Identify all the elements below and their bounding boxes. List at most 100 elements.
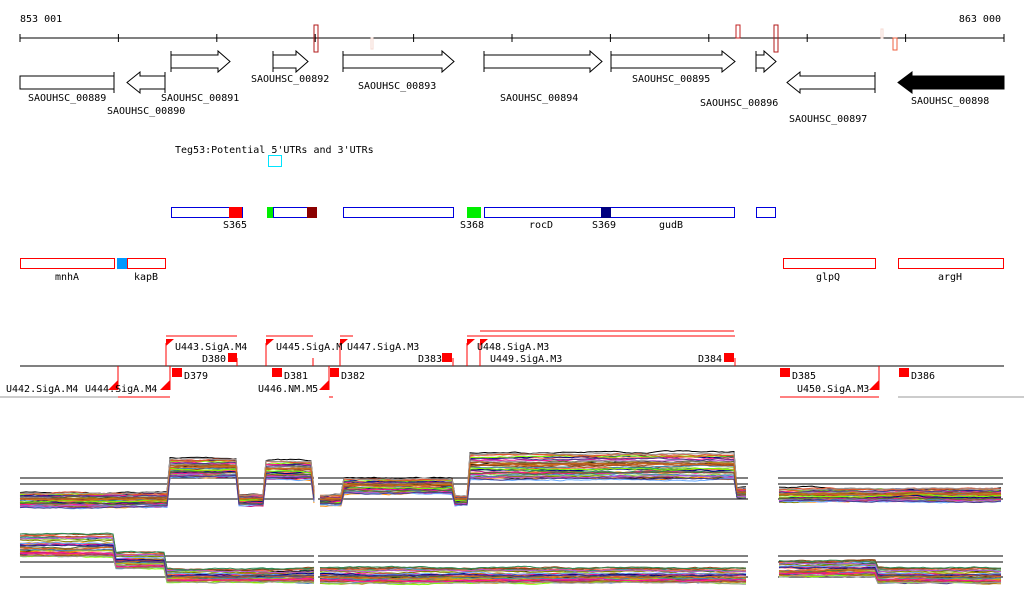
ruler-start-label: 853 001 bbox=[20, 14, 62, 25]
D384-marker[interactable] bbox=[724, 353, 734, 362]
gene-SAOUHSC_00891[interactable]: SAOUHSC_00891 bbox=[161, 49, 239, 104]
promoter-flag-head bbox=[480, 339, 488, 346]
feature[interactable] bbox=[171, 207, 243, 218]
marker[interactable] bbox=[370, 37, 374, 50]
transcript-label[interactable]: D380 bbox=[202, 354, 226, 365]
gene-SAOUHSC_00898[interactable]: SAOUHSC_00898 bbox=[897, 71, 1005, 107]
feature-kapB[interactable] bbox=[127, 258, 166, 269]
transcript-label[interactable]: U447.SigA.M3 bbox=[347, 342, 419, 353]
D380-marker[interactable] bbox=[228, 353, 237, 362]
D381-marker[interactable] bbox=[272, 368, 282, 377]
svg-text:SAOUHSC_00890: SAOUHSC_00890 bbox=[107, 106, 185, 117]
expression-series bbox=[319, 569, 747, 575]
svg-text:SAOUHSC_00898: SAOUHSC_00898 bbox=[911, 96, 989, 107]
transcript-label[interactable]: U444.SigA.M4 bbox=[85, 384, 157, 395]
gene-SAOUHSC_00889[interactable]: SAOUHSC_00889 bbox=[19, 72, 115, 104]
label-mnhA: mnhA bbox=[55, 272, 79, 283]
gene-SAOUHSC_00895[interactable]: SAOUHSC_00895 bbox=[610, 49, 736, 85]
feature-mnhA[interactable] bbox=[20, 258, 115, 269]
transcript-label[interactable]: U448.SigA.M3 bbox=[477, 342, 549, 353]
gene-track: SAOUHSC_00889 SAOUHSC_00890 SAOUHSC_0089… bbox=[19, 49, 1005, 125]
transcript-label[interactable]: D384 bbox=[698, 354, 722, 365]
promoter-flag-head bbox=[166, 339, 174, 346]
feature[interactable] bbox=[117, 258, 127, 269]
svg-text:SAOUHSC_00892: SAOUHSC_00892 bbox=[251, 74, 329, 85]
promoter-flag-head bbox=[467, 339, 475, 346]
transcript-label[interactable]: D383 bbox=[418, 354, 442, 365]
gene-SAOUHSC_00890[interactable]: SAOUHSC_00890 bbox=[107, 70, 185, 117]
D386-marker[interactable] bbox=[899, 368, 909, 377]
expression-series bbox=[779, 562, 1002, 573]
transcript-label[interactable]: U445.SigA.M bbox=[276, 342, 342, 353]
svg-text:SAOUHSC_00889: SAOUHSC_00889 bbox=[28, 93, 106, 104]
expression-series bbox=[319, 579, 747, 584]
expression-series bbox=[778, 559, 1002, 570]
feature[interactable] bbox=[756, 207, 776, 218]
transcript-label[interactable]: D386 bbox=[911, 371, 935, 382]
expression-series bbox=[19, 465, 315, 502]
feature[interactable] bbox=[343, 207, 454, 218]
svg-text:SAOUHSC_00896: SAOUHSC_00896 bbox=[700, 98, 778, 109]
marker[interactable] bbox=[892, 37, 898, 51]
expression-plot-bottom bbox=[19, 532, 1003, 586]
expression-series bbox=[778, 568, 1002, 578]
transcript-label[interactable]: D381 bbox=[284, 371, 308, 382]
D379-marker[interactable] bbox=[172, 368, 182, 377]
gene-SAOUHSC_00893[interactable]: SAOUHSC_00893 bbox=[342, 49, 455, 92]
marker[interactable] bbox=[880, 28, 884, 39]
expression-series bbox=[778, 487, 1002, 491]
terminator-flag-head bbox=[160, 380, 170, 390]
marker[interactable] bbox=[735, 24, 741, 39]
expression-series bbox=[778, 566, 1002, 577]
gene-SAOUHSC_00896[interactable]: SAOUHSC_00896 bbox=[700, 49, 778, 109]
terminator-flag-head bbox=[869, 380, 879, 390]
expression-series bbox=[319, 566, 747, 571]
expression-series bbox=[778, 559, 1002, 570]
transcript-label[interactable]: U442.SigA.M4 bbox=[6, 384, 78, 395]
gene-SAOUHSC_00892[interactable]: SAOUHSC_00892 bbox=[251, 49, 329, 85]
D382-marker[interactable] bbox=[330, 368, 339, 377]
transcript-label[interactable]: U446.NM.M5 bbox=[258, 384, 318, 395]
feature[interactable] bbox=[267, 207, 274, 218]
svg-text:SAOUHSC_00891: SAOUHSC_00891 bbox=[161, 93, 239, 104]
expression-series bbox=[319, 578, 747, 583]
expression-series bbox=[19, 544, 315, 578]
label-gudB: gudB bbox=[659, 220, 683, 231]
expression-series bbox=[319, 571, 747, 576]
transcript-label[interactable]: U450.SigA.M3 bbox=[797, 384, 869, 395]
feature-glpQ[interactable] bbox=[783, 258, 876, 269]
expression-series bbox=[778, 571, 1002, 582]
transcript-label[interactable]: D385 bbox=[792, 371, 816, 382]
expression-plot-top bbox=[19, 450, 1003, 510]
feature-S365[interactable] bbox=[229, 207, 242, 218]
expression-series bbox=[319, 574, 747, 580]
promoter-flag-head bbox=[340, 339, 348, 346]
label-S365: S365 bbox=[223, 220, 247, 231]
feature-S369[interactable] bbox=[601, 207, 611, 218]
marker[interactable] bbox=[313, 24, 319, 53]
expression-series bbox=[319, 476, 747, 506]
expression-series bbox=[778, 499, 1002, 504]
feature-argH[interactable] bbox=[898, 258, 1004, 269]
utr-feature[interactable] bbox=[268, 155, 282, 167]
D383-marker[interactable] bbox=[442, 353, 452, 362]
transcript-label[interactable]: D379 bbox=[184, 371, 208, 382]
expression-series bbox=[319, 581, 747, 585]
expression-series bbox=[319, 565, 747, 570]
expression-series bbox=[19, 457, 315, 496]
expression-series bbox=[778, 574, 1002, 585]
gene-SAOUHSC_00894[interactable]: SAOUHSC_00894 bbox=[483, 49, 603, 104]
utr-track-title: Teg53:Potential 5'UTRs and 3'UTRs bbox=[175, 145, 374, 156]
transcript-label[interactable]: U449.SigA.M3 bbox=[490, 354, 562, 365]
coordinate-ruler: 853 001 863 000 bbox=[19, 14, 1005, 53]
marker[interactable] bbox=[773, 24, 779, 53]
feature-S368[interactable] bbox=[467, 207, 481, 218]
expression-series bbox=[19, 474, 315, 509]
transcript-label[interactable]: D382 bbox=[341, 371, 365, 382]
expression-series bbox=[19, 532, 315, 571]
ruler-end-label: 863 000 bbox=[959, 14, 1001, 25]
D385-marker[interactable] bbox=[780, 368, 790, 377]
feature[interactable] bbox=[307, 207, 317, 218]
gene-SAOUHSC_00897[interactable]: SAOUHSC_00897 bbox=[786, 70, 876, 125]
transcript-label[interactable]: U443.SigA.M4 bbox=[175, 342, 247, 353]
